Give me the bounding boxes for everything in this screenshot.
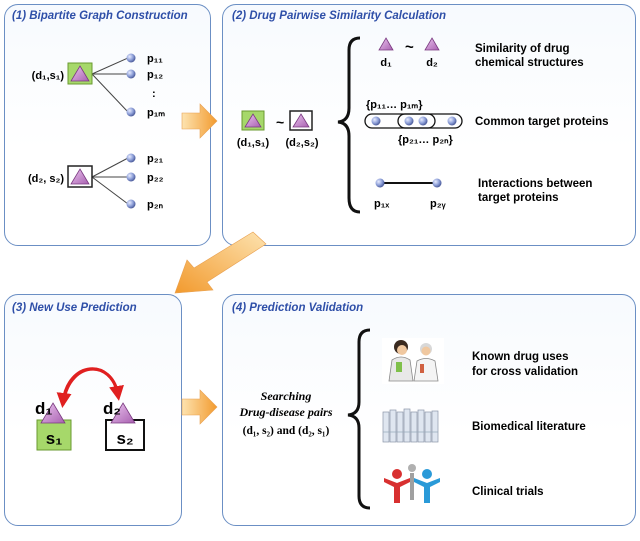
protein-node-icon [432, 178, 442, 188]
protein-node-icon [418, 116, 428, 126]
researchers-icon [382, 338, 444, 384]
new-use-prediction: d₁ d₂ s₁ s₂ [35, 367, 145, 451]
structure-d1-label: d₁ [380, 57, 392, 69]
target-set-1-outline [364, 113, 436, 129]
drug-triangle-icon [70, 65, 90, 82]
bipartite-node2-label: (d₂, s₂) [28, 173, 64, 185]
validation-brace [347, 328, 371, 510]
flow-arrow-3-to-4 [181, 389, 218, 425]
criterion-interactions-line2: target proteins [478, 192, 559, 204]
target-set-2-outline [397, 113, 463, 129]
protein-node-icon [126, 53, 136, 63]
protein-node-icon [371, 116, 381, 126]
protein-node-icon [375, 178, 385, 188]
disease-box-s2 [105, 419, 145, 451]
protein-label-p2y: p₂ᵧ [430, 198, 447, 210]
protein-label-p2n: p₂ₙ [147, 199, 164, 211]
protein-node-icon [126, 107, 136, 117]
target-group-bottom-label: {p₂₁… p₂ₙ} [398, 134, 453, 146]
protein-label-p11: p₁₁ [147, 53, 163, 65]
drug-triangle-icon [70, 168, 90, 185]
validation-item-clinical-trials: Clinical trials [472, 486, 544, 498]
protein-node-icon [126, 153, 136, 163]
drug-triangle-icon [244, 113, 262, 128]
panel-title-prediction: (3) New Use Prediction [12, 302, 137, 314]
protein-node-icon [447, 116, 457, 126]
panel-title-bipartite: (1) Bipartite Graph Construction [12, 10, 188, 22]
similarity-pair: ~ (d₁,s₁) (d₂,s₂) [237, 110, 319, 149]
structure-d2-label: d₂ [426, 57, 438, 69]
protein-node-icon [404, 116, 414, 126]
validation-item-literature: Biomedical literature [472, 421, 586, 433]
pair-right-label: (d₂,s₂) [286, 137, 319, 149]
search-line1: Searching [261, 389, 312, 403]
flow-arrow-1-to-2 [181, 103, 218, 139]
similarity-tilde: ~ [276, 114, 284, 130]
literature-icon [382, 408, 439, 443]
search-line2: Drug-disease pairs [238, 405, 332, 419]
bipartite-edges-2 [91, 157, 129, 205]
structure-tilde: ~ [405, 39, 414, 56]
bipartite-graph: (d₁,s₁) (d₂, s₂) p₁₁ p₁₂ : p₁ₘ p₂₁ p₂₂ p… [28, 53, 165, 211]
protein-label-p21: p₂₁ [147, 153, 164, 165]
criterion-structure-line2: chemical structures [475, 57, 584, 69]
flow-arrow-2-to-3 [174, 231, 267, 294]
panel-bipartite-graph [4, 4, 211, 246]
bipartite-edges-1 [91, 57, 129, 113]
similarity-brace [337, 36, 361, 214]
drug-d1-label: d₁ [35, 399, 52, 418]
panel-title-similarity: (2) Drug Pairwise Similarity Calculation [232, 10, 447, 22]
drug-triangle-icon [110, 402, 136, 424]
target-group-top-label: {p₁₁… p₁ₘ} [366, 99, 423, 111]
panel-title-validation: (4) Prediction Validation [232, 302, 364, 314]
disease-s1-label: s₁ [46, 429, 63, 448]
drug-triangle-icon [292, 113, 310, 128]
pair-left-label: (d₁,s₁) [237, 137, 270, 149]
swap-arrow-left [56, 367, 120, 408]
drug-triangle-icon [424, 37, 440, 51]
protein-label-p1x: p₁ₓ [374, 198, 390, 210]
drug-triangle-icon [40, 402, 66, 424]
disease-box-s1 [36, 419, 72, 451]
protein-node-icon [126, 69, 136, 79]
search-line3: (d₁, s₂) and (d₂, s₁) [243, 425, 330, 437]
protein-ellipsis: : [152, 88, 156, 100]
criterion-common-targets: Common target proteins [475, 116, 609, 128]
protein-label-p12: p₁₂ [147, 69, 163, 81]
drug-triangle-icon [378, 37, 394, 51]
validation-item-drug-uses-line1: Known drug uses [472, 351, 568, 363]
clinical-trials-icon [384, 464, 440, 503]
panel-new-use-prediction [4, 294, 182, 526]
criterion-structure-line1: Similarity of drug [475, 43, 570, 55]
validation-item-drug-uses-line2: for cross validation [472, 366, 578, 378]
bipartite-node1-label: (d₁,s₁) [32, 70, 65, 82]
drug-d2-label: d₂ [103, 399, 121, 418]
protein-node-icon [126, 199, 136, 209]
criterion-interactions-line1: Interactions between [478, 178, 592, 190]
protein-label-p1m: p₁ₘ [147, 107, 165, 119]
protein-label-p22: p₂₂ [147, 172, 164, 184]
protein-node-icon [126, 172, 136, 182]
disease-s2-label: s₂ [116, 429, 133, 448]
